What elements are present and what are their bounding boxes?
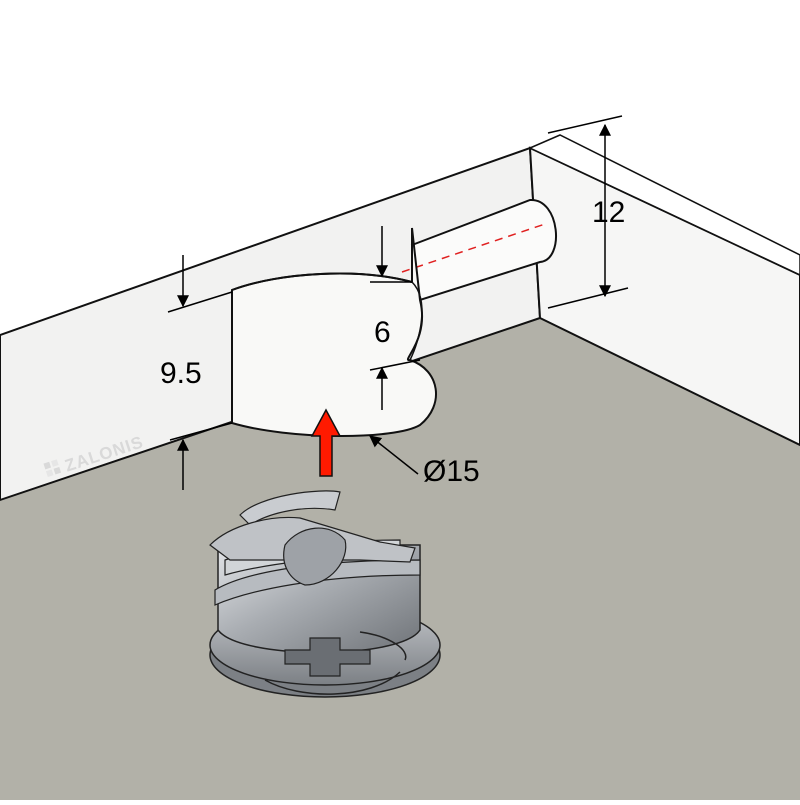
right-board-top bbox=[528, 134, 800, 276]
dimension-12-label: 12 bbox=[592, 196, 625, 229]
dimension-diameter-label: Ø15 bbox=[423, 455, 480, 488]
insertion-arrow bbox=[310, 408, 342, 477]
dimension-9-5-label: 9.5 bbox=[160, 357, 202, 390]
dimension-6-label: 6 bbox=[374, 316, 391, 349]
hidden-centerline bbox=[401, 223, 546, 273]
dimension-diameter: Ø15 bbox=[369, 435, 480, 488]
dimension-9-5: 9.5 bbox=[160, 255, 233, 490]
dimension-6: 6 bbox=[369, 226, 421, 410]
bolt-channel bbox=[410, 198, 557, 302]
cam-hole-top-arc bbox=[231, 272, 413, 291]
dimension-12: 12 bbox=[547, 115, 629, 309]
cam-hole-back-edge bbox=[409, 281, 423, 361]
cam-lock-fitting bbox=[209, 490, 441, 698]
